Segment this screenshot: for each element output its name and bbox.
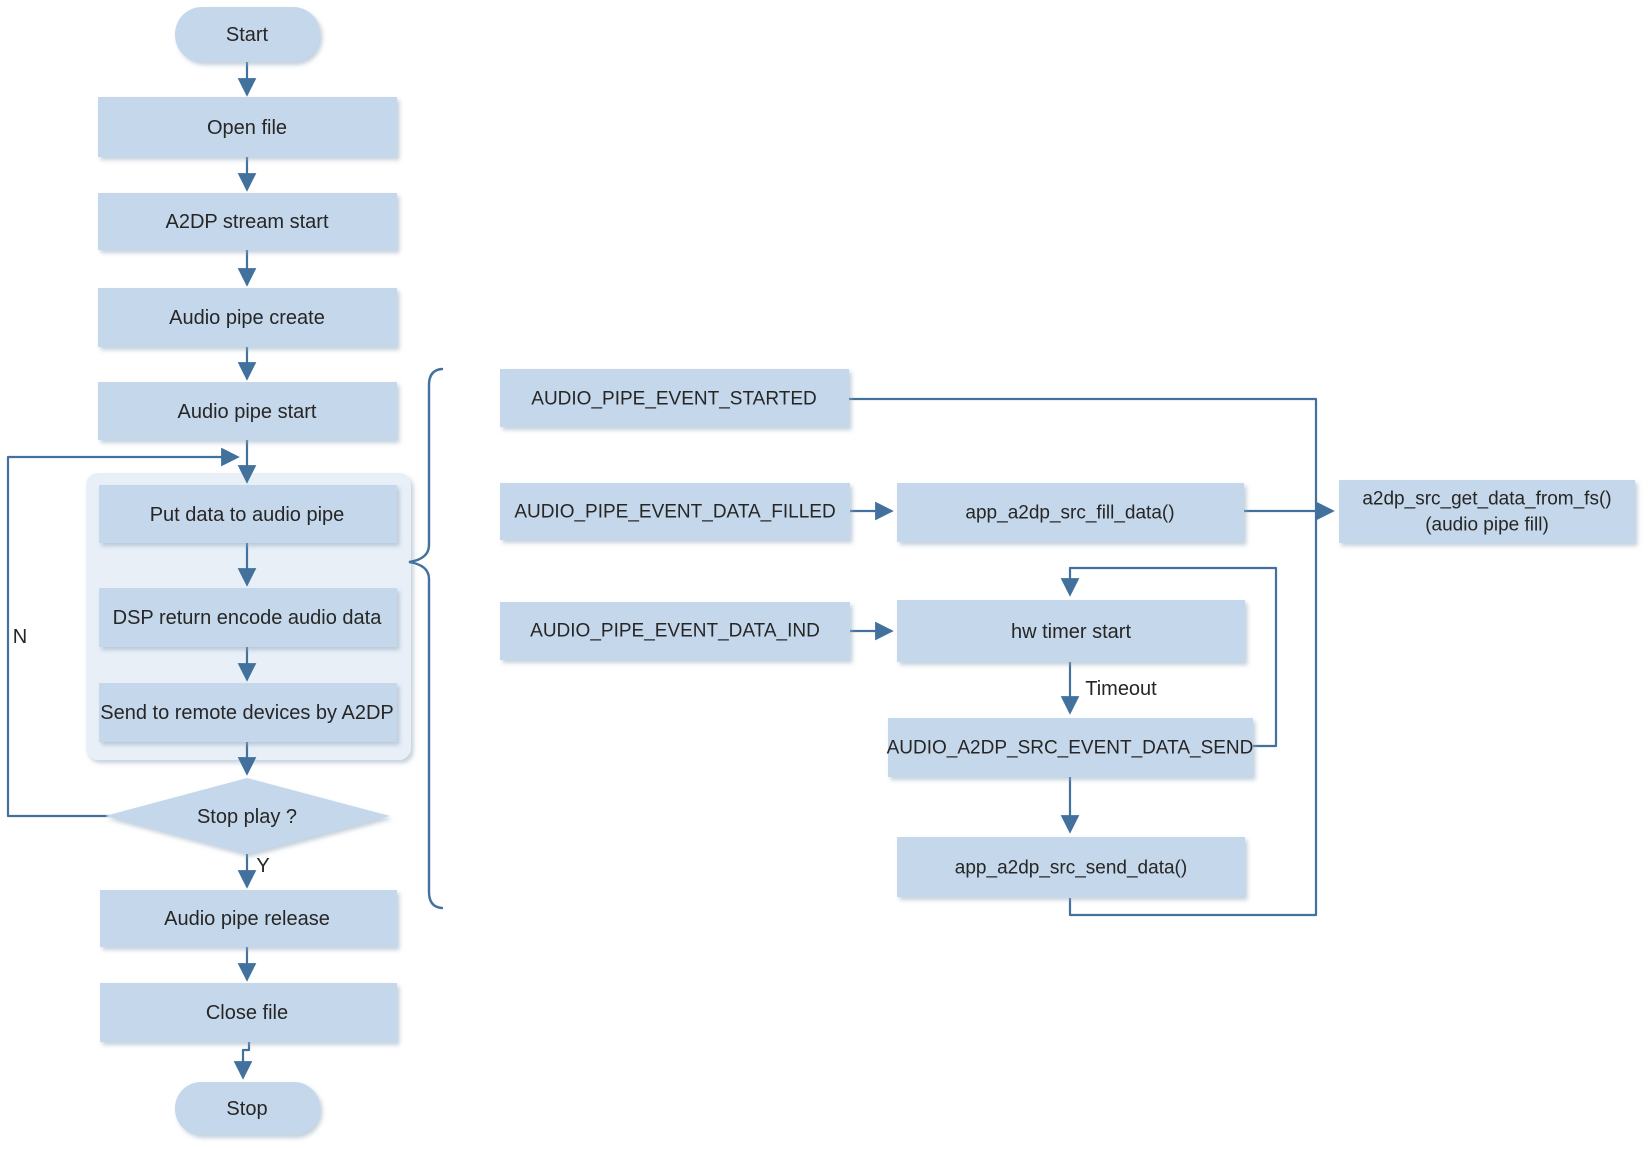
node-dsp-return-label: DSP return encode audio data: [113, 607, 383, 629]
node-get-data-from-fs: [1339, 480, 1635, 543]
node-evt-data-send: [888, 718, 1253, 777]
node-stop: [175, 1082, 320, 1135]
node-get-data-from-fs-label-line2: (audio pipe fill): [1425, 515, 1549, 536]
node-evt-data-ind: [500, 602, 850, 660]
edge-label-yes: Y: [256, 855, 269, 877]
node-evt-data-ind-label: AUDIO_PIPE_EVENT_DATA_IND: [530, 621, 820, 642]
edge-label-no: N: [13, 626, 27, 648]
node-audio-pipe-release-label: Audio pipe release: [164, 908, 330, 930]
node-send-remote: [99, 683, 397, 742]
connector-closefile-stop: [233, 1042, 253, 1080]
node-dsp-return: [99, 588, 397, 647]
node-send-remote-label: Send to remote devices by A2DP: [100, 702, 394, 724]
connector-datasend-hwtimer-loop: [1060, 566, 1278, 748]
node-close-file-label: Close file: [206, 1002, 288, 1024]
node-audio-pipe-create-label: Audio pipe create: [169, 307, 325, 329]
node-evt-data-filled-label: AUDIO_PIPE_EVENT_DATA_FILLED: [514, 502, 835, 523]
node-stop-play-label: Stop play ?: [197, 806, 297, 828]
node-stop-play-decision: [105, 778, 390, 854]
node-audio-pipe-start: [98, 382, 397, 440]
connector-loop-no-return: [6, 447, 240, 818]
node-audio-pipe-start-label: Audio pipe start: [178, 401, 317, 423]
node-put-data-label: Put data to audio pipe: [150, 504, 345, 526]
node-start: [175, 7, 320, 62]
node-audio-pipe-create: [98, 288, 397, 347]
node-open-file: [98, 97, 397, 157]
node-evt-started-label: AUDIO_PIPE_EVENT_STARTED: [531, 389, 816, 410]
node-send-data-label: app_a2dp_src_send_data(): [955, 858, 1187, 879]
node-send-data: [897, 837, 1245, 897]
edge-label-timeout: Timeout: [1085, 678, 1157, 700]
node-fill-data-label: app_a2dp_src_fill_data(): [965, 503, 1174, 524]
node-stop-label: Stop: [226, 1098, 267, 1120]
node-evt-data-filled: [500, 483, 850, 540]
node-a2dp-stream-start: [98, 193, 397, 250]
node-fill-data: [897, 483, 1244, 542]
node-evt-started: [500, 369, 849, 427]
node-evt-data-send-label: AUDIO_A2DP_SRC_EVENT_DATA_SEND: [887, 738, 1254, 759]
node-hw-timer-label: hw timer start: [1011, 621, 1131, 643]
node-open-file-label: Open file: [207, 117, 287, 139]
node-get-data-from-fs-label-line1: a2dp_src_get_data_from_fs(): [1362, 489, 1611, 510]
node-a2dp-stream-start-label: A2DP stream start: [165, 211, 328, 233]
node-start-label: Start: [226, 24, 269, 46]
connector-started-senddata: [849, 397, 1318, 917]
loop-expansion-brace-icon: [408, 367, 444, 910]
node-hw-timer: [897, 600, 1245, 662]
node-close-file: [100, 983, 397, 1042]
node-audio-pipe-release: [100, 890, 397, 947]
node-put-data: [99, 485, 397, 543]
